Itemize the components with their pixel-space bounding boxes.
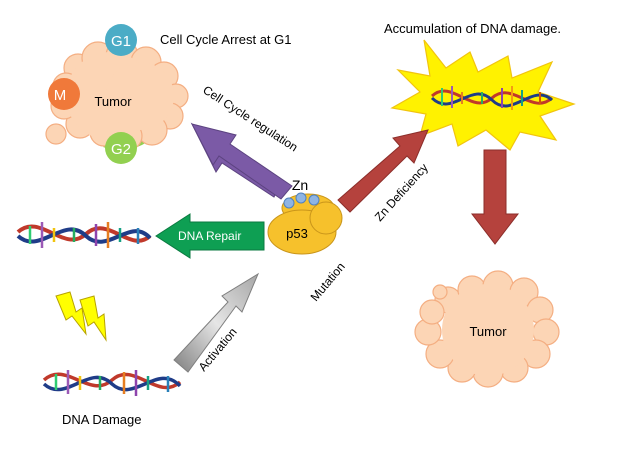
phase-g2-label: G2 [111, 141, 131, 158]
p53-lobe-right [309, 201, 343, 235]
p53-label: p53 [286, 226, 308, 241]
arrow-activation [173, 272, 260, 373]
zn-ion-3 [308, 194, 320, 206]
zn-label: Zn [292, 177, 308, 193]
arrow-accumulation-to-tumor [470, 149, 520, 245]
phase-m-circle [48, 78, 80, 110]
arrow-zn-deficiency [337, 129, 429, 213]
repaired-dna-helix [16, 222, 152, 248]
zn-ion-2 [295, 192, 307, 204]
burst-dna-helix [430, 86, 554, 110]
dna-repair-label: DNA Repair [178, 229, 241, 243]
phase-g1-label: G1 [111, 33, 131, 50]
cell-cycle-arrest-label: Cell Cycle Arrest at G1 [160, 32, 292, 47]
tumor-label-left: Tumor [94, 94, 132, 109]
damage-burst [390, 39, 576, 151]
arrow-dna-repair [155, 213, 265, 259]
tumor-cloud-right [414, 270, 560, 388]
lightning-bolt-1 [55, 291, 87, 336]
zn-ion-1 [283, 197, 295, 209]
phase-g1-circle [105, 24, 137, 56]
tumor-label-right: Tumor [469, 324, 507, 339]
dna-damage-label: DNA Damage [62, 412, 141, 427]
lightning-bolt-2 [79, 295, 107, 342]
accumulation-label: Accumulation of DNA damage. [384, 21, 561, 36]
arrow-cell-cycle-regulation-body [191, 123, 293, 200]
damaged-dna-helix [42, 370, 182, 396]
lightning-bolts [55, 291, 107, 342]
cell-cycle-group: G1 M G2 Tumor Cell Cycle Arrest at G1 [45, 24, 292, 164]
phase-m-label: M [54, 87, 67, 104]
mutation-label: Mutation [308, 260, 348, 304]
p53-protein: Zn p53 [267, 177, 343, 255]
phase-g2-circle [105, 132, 137, 164]
